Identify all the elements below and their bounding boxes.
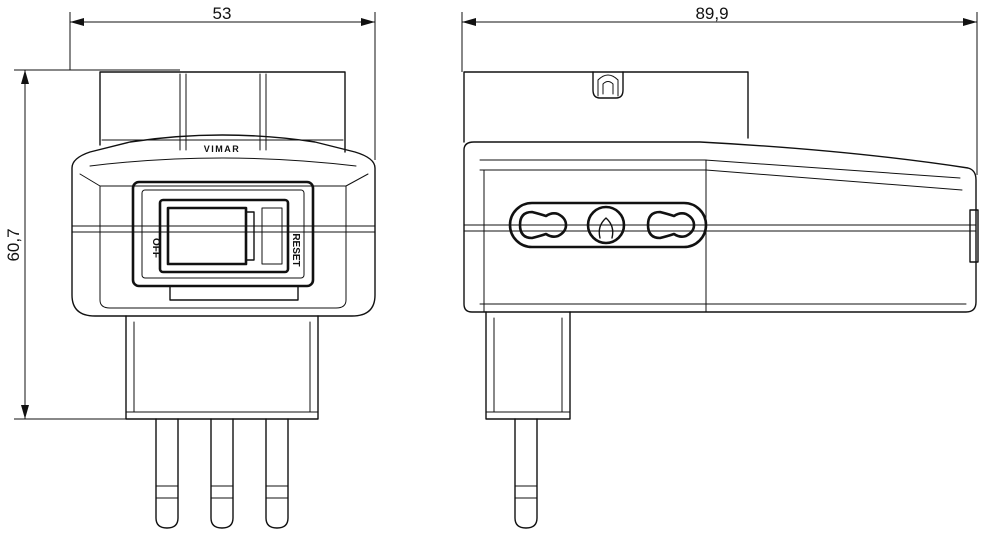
front-view: VIMAR OFF RESET: [71, 71, 376, 529]
side-view: [463, 71, 979, 529]
front-socket-block: [99, 71, 346, 153]
brand-logo: VIMAR: [204, 144, 241, 154]
front-plug-pin-center: [210, 418, 234, 529]
dimension-front-width: 53: [69, 4, 376, 160]
side-socket: [508, 201, 708, 249]
front-housing: [71, 134, 376, 317]
switch-frame: [131, 180, 315, 301]
side-socket-block: [463, 71, 749, 143]
dimension-front-width-label: 53: [213, 4, 232, 23]
switch-off-label: OFF: [150, 238, 161, 258]
switch-reset-label: RESET: [290, 233, 301, 266]
dimension-side-length: 89,9: [461, 4, 978, 175]
side-housing: [463, 141, 979, 313]
dimension-side-length-label: 89,9: [695, 4, 728, 23]
rocker-switch[interactable]: [158, 198, 290, 274]
dimension-front-height-label: 60,7: [4, 228, 23, 261]
side-plug-base: [485, 311, 571, 420]
dimension-front-height: 60,7: [4, 69, 180, 420]
side-plug-pin: [514, 418, 538, 529]
front-plug-pin-left: [155, 418, 179, 529]
front-plug-pin-right: [265, 418, 289, 529]
front-plug-base: [125, 315, 319, 420]
